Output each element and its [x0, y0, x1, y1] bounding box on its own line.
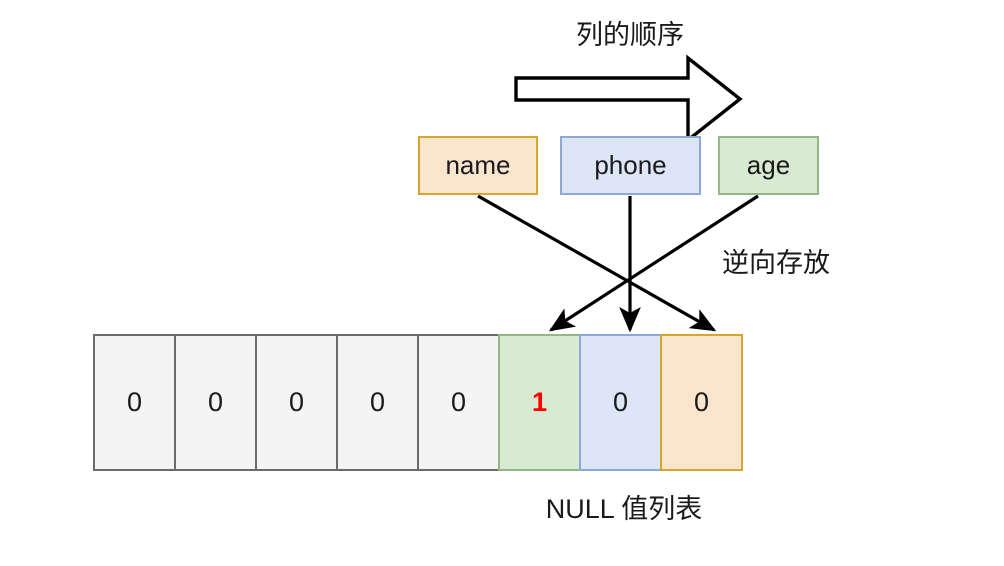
null-bitmap-cell-value: 0: [450, 387, 467, 417]
null-bitmap-cell-phone: 0: [579, 334, 662, 471]
null-bitmap-cell: 0: [255, 334, 338, 471]
column-label-name: name: [445, 150, 511, 180]
null-bitmap-cell-value: 0: [207, 387, 224, 417]
null-bitmap-cell: 0: [336, 334, 419, 471]
null-bitmap-strip: 0 0 0 0 0 1 0 0: [93, 334, 743, 471]
null-bitmap-cell-name: 0: [660, 334, 743, 471]
null-bitmap-cell: 0: [93, 334, 176, 471]
null-bitmap-cell-value: 0: [288, 387, 305, 417]
null-bitmap-cell-value: 0: [693, 387, 710, 417]
column-label-phone: phone: [594, 150, 667, 180]
column-label-age: age: [746, 150, 791, 180]
null-bitmap-cell-age: 1: [498, 334, 581, 471]
column-box-phone[interactable]: phone: [560, 136, 701, 195]
column-order-title: 列的顺序: [576, 20, 684, 50]
null-bitmap-cell-value: 0: [612, 387, 629, 417]
mapping-arrow-name: [477, 194, 717, 332]
null-bitmap-cell: 0: [417, 334, 500, 471]
null-bitmap-cell-value: 0: [126, 387, 143, 417]
null-bitmap-cell-value: 0: [369, 387, 386, 417]
reverse-storage-note: 逆向存放: [722, 248, 830, 278]
null-bitmap-cell-value: 1: [531, 387, 548, 417]
column-box-age[interactable]: age: [718, 136, 819, 195]
column-box-name[interactable]: name: [418, 136, 538, 195]
null-bitmap-cell: 0: [174, 334, 257, 471]
null-list-caption: NULL 值列表: [545, 494, 703, 524]
block-arrow-right-icon: [514, 54, 743, 144]
